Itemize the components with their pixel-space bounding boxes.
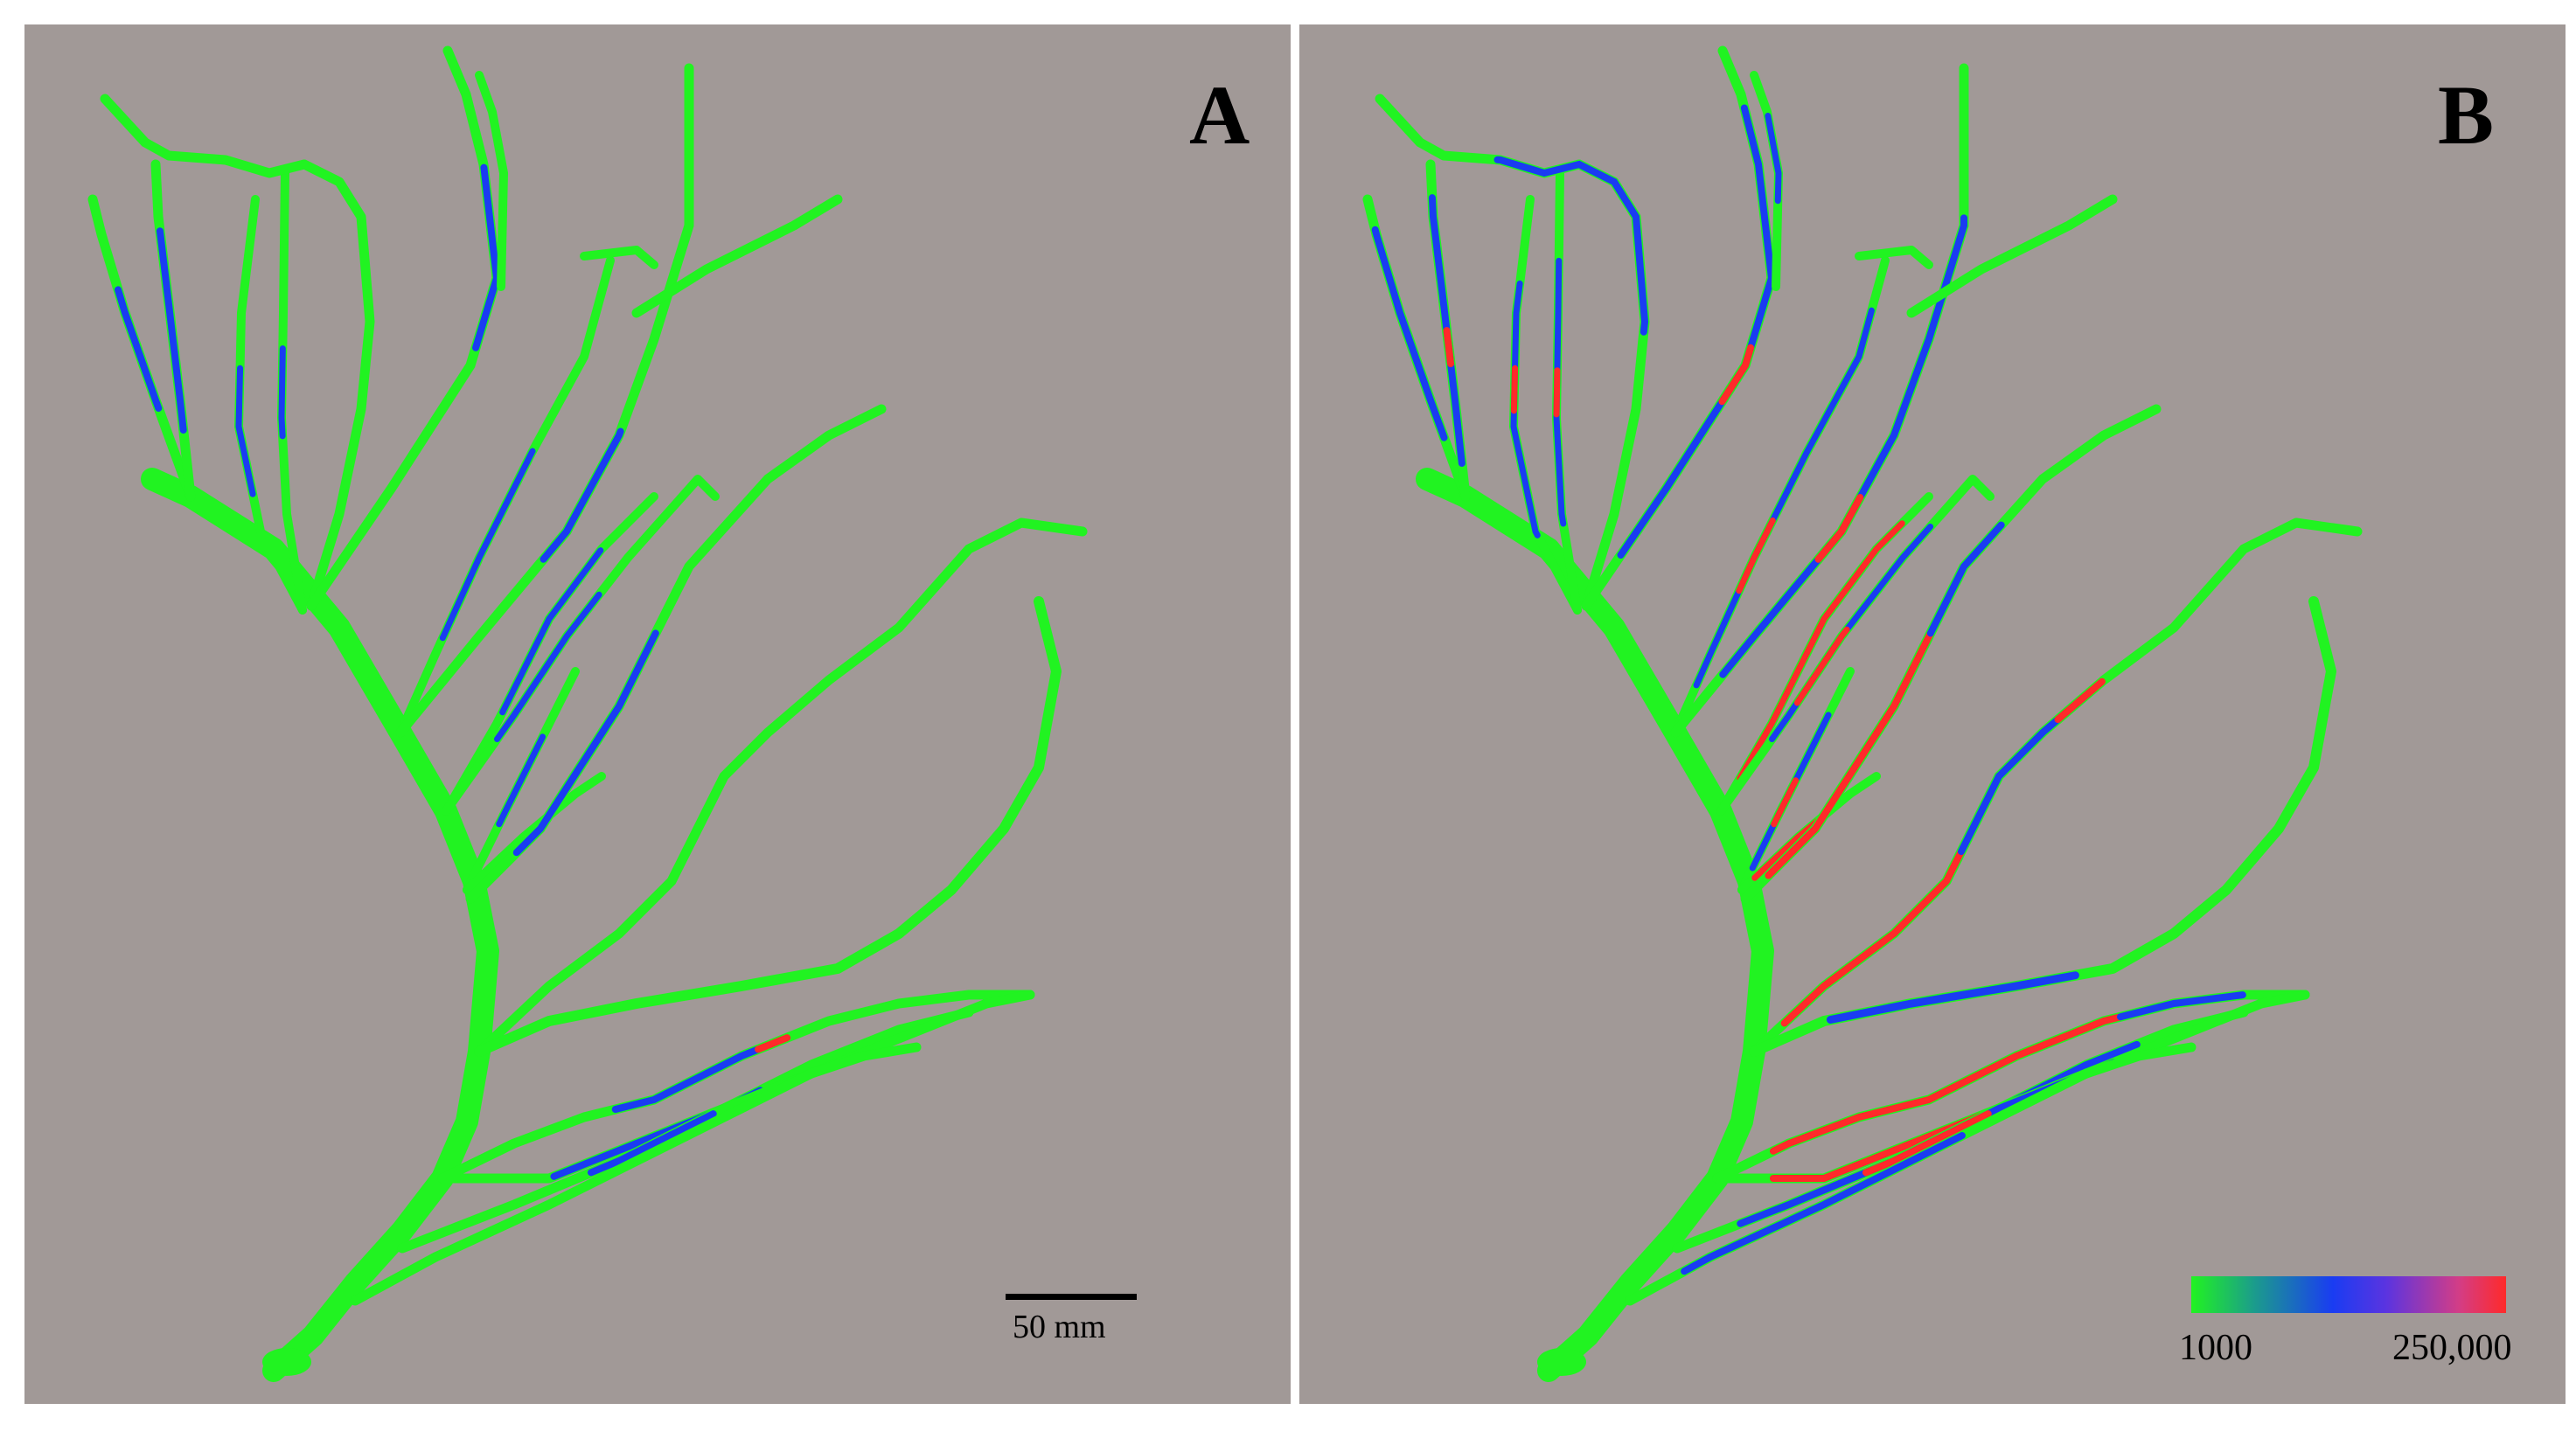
- panel-a: A 50 mm: [24, 24, 1291, 1404]
- vessel-branch: [580, 246, 658, 269]
- vessel-segment-highlight: [587, 1110, 717, 1177]
- scale-bar-label: 50 mm: [1013, 1309, 1106, 1345]
- panel-b: B 1000 250,000: [1299, 24, 2566, 1404]
- vessel-segment-highlight: [1765, 629, 1934, 879]
- vessel-segment-highlight: [235, 365, 256, 497]
- scale-bar: [1006, 1294, 1137, 1300]
- base-node: [1537, 1348, 1586, 1376]
- vessel-segment-highlight: [512, 629, 659, 857]
- vessel-segment-highlight: [439, 448, 536, 642]
- vessel-branch: [475, 71, 508, 291]
- vessel-segment-highlight: [496, 733, 547, 828]
- vessel-branch: [100, 94, 375, 611]
- vessel-segment-highlight: [1814, 494, 1864, 563]
- branch-network-a: [87, 45, 1088, 1382]
- vessel-segment-highlight: [2116, 991, 2246, 1021]
- color-scale-min-label: 1000: [2179, 1328, 2252, 1368]
- vessel-segment-highlight: [1736, 518, 1776, 594]
- vessel-segment-highlight: [755, 1034, 791, 1053]
- vessel-segment-highlight: [499, 547, 604, 716]
- vessel-segment-highlight: [1553, 257, 1567, 527]
- vessel-segment-highlight: [1617, 104, 1776, 559]
- vessel-segment-highlight: [611, 1045, 762, 1114]
- base-node: [262, 1348, 311, 1376]
- vessel-segment-highlight: [1553, 367, 1561, 418]
- color-scale-max-label: 250,000: [2392, 1328, 2512, 1368]
- vessel-branch: [474, 518, 1088, 1057]
- vessel-segment-highlight: [2054, 677, 2106, 724]
- vessel-segment-highlight: [1428, 194, 1466, 468]
- vessel-segment-highlight: [156, 227, 187, 434]
- vessel-segment-highlight: [1926, 521, 2005, 637]
- vessel-branch: [631, 194, 843, 318]
- vessel-branch: [1906, 194, 2118, 318]
- vessel-branch: [350, 1042, 922, 1306]
- vessel-segment-highlight: [1957, 689, 2093, 856]
- vessel-segment-highlight: [1793, 626, 1850, 706]
- branch-network-b: [1362, 45, 2363, 1382]
- vessel-branch: [396, 256, 615, 737]
- vessel-segment-highlight: [1749, 712, 1832, 872]
- panel-label-a: A: [1189, 68, 1250, 162]
- vessel-segment-highlight: [1719, 214, 1967, 678]
- vessel-segment-highlight: [1493, 156, 1649, 336]
- vessel-segment-highlight: [1718, 344, 1755, 406]
- vessel-segment-highlight: [1693, 307, 1875, 689]
- vessel-segment-highlight: [494, 591, 602, 742]
- vessel-segment-highlight: [1780, 848, 1965, 1027]
- panel-label-b: B: [2438, 68, 2495, 162]
- vessel-segment-highlight: [1371, 226, 1448, 441]
- vessel-segment-highlight: [1826, 971, 2079, 1025]
- vessel-segment-highlight: [1681, 1132, 1966, 1275]
- vessel-segment-highlight: [1771, 777, 1800, 828]
- vessel-segment-highlight: [1769, 1013, 2124, 1155]
- vessel-segment-highlight: [540, 427, 624, 563]
- vessel-segment-highlight: [1443, 327, 1455, 368]
- color-scale-bar: [2191, 1276, 2506, 1313]
- vessel-segment-highlight: [1737, 520, 1905, 781]
- vessel-branch: [474, 596, 1062, 1057]
- vessel-segment-highlight: [1510, 280, 1541, 538]
- vessel-segment-highlight: [1765, 112, 1782, 205]
- vessel-segment-highlight: [115, 286, 163, 413]
- vessel-branch: [1855, 246, 1933, 269]
- vessel-segment-highlight: [1862, 1110, 1992, 1177]
- vessel-segment-highlight: [472, 163, 501, 351]
